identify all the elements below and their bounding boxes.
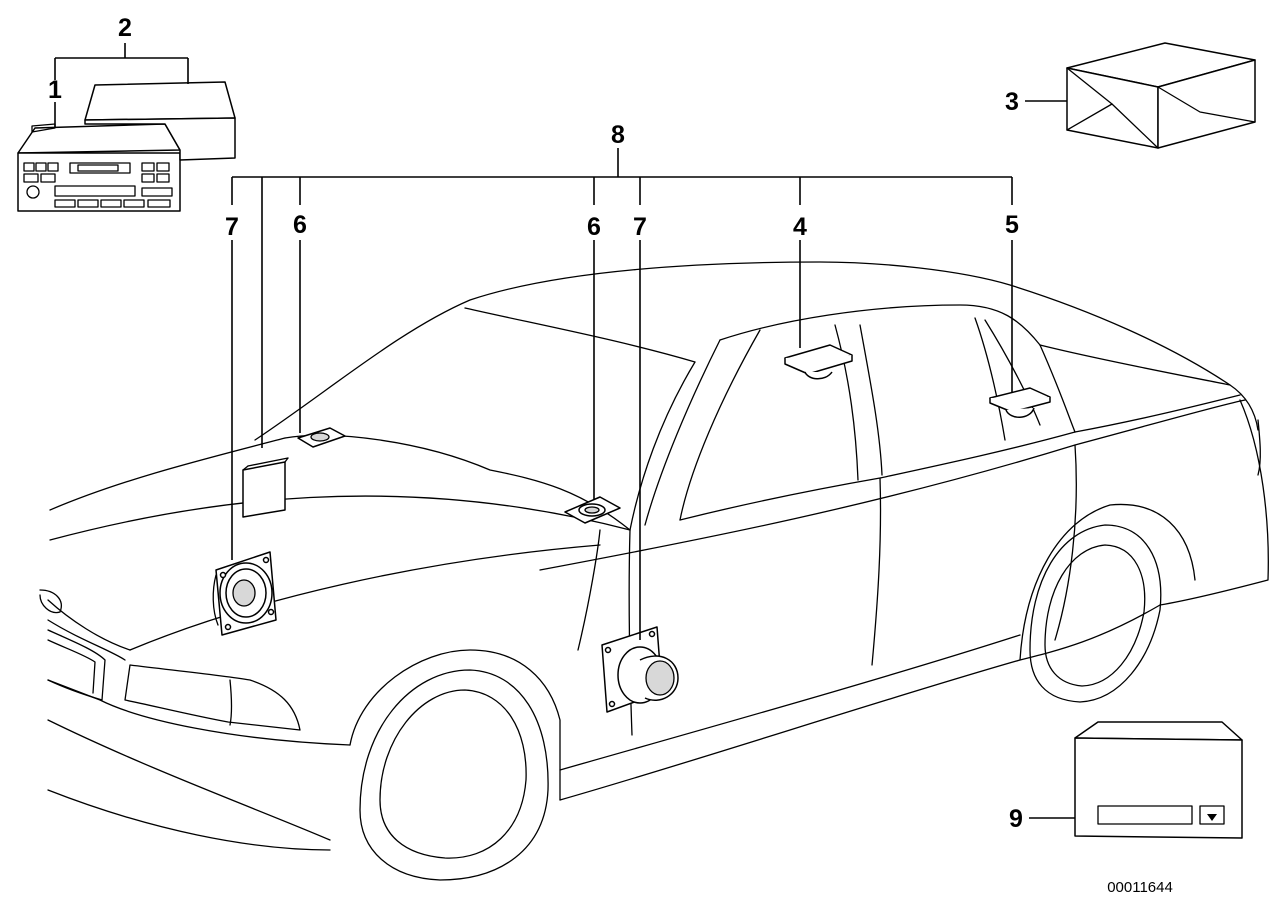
speaker-rear-4 bbox=[784, 344, 853, 380]
tweeter-right bbox=[564, 496, 621, 524]
speaker-rear-5 bbox=[989, 387, 1051, 418]
callout-8: 8 bbox=[611, 121, 625, 149]
car-outline bbox=[39, 261, 1269, 881]
callout-7-left: 7 bbox=[225, 213, 239, 241]
callout-7-right: 7 bbox=[633, 213, 647, 241]
callout-4: 4 bbox=[793, 213, 807, 241]
callout-6-left: 6 bbox=[293, 211, 307, 239]
leader-lines bbox=[54, 43, 1075, 819]
document-number: 00011644 bbox=[1107, 879, 1173, 896]
speaker-door bbox=[601, 626, 679, 713]
tweeter-left bbox=[297, 427, 346, 448]
callout-5: 5 bbox=[1005, 211, 1019, 239]
callout-9: 9 bbox=[1009, 805, 1023, 833]
speaker-front-left bbox=[212, 551, 277, 636]
callout-6-right: 6 bbox=[587, 213, 601, 241]
callout-1: 1 bbox=[48, 76, 62, 104]
navigation-module-box bbox=[1074, 721, 1243, 839]
amplifier-box bbox=[242, 457, 289, 518]
radio-housing bbox=[84, 81, 236, 161]
radio-unit bbox=[17, 123, 181, 212]
callout-2: 2 bbox=[118, 14, 132, 42]
callout-3: 3 bbox=[1005, 88, 1019, 116]
cd-changer-box bbox=[1066, 42, 1256, 149]
